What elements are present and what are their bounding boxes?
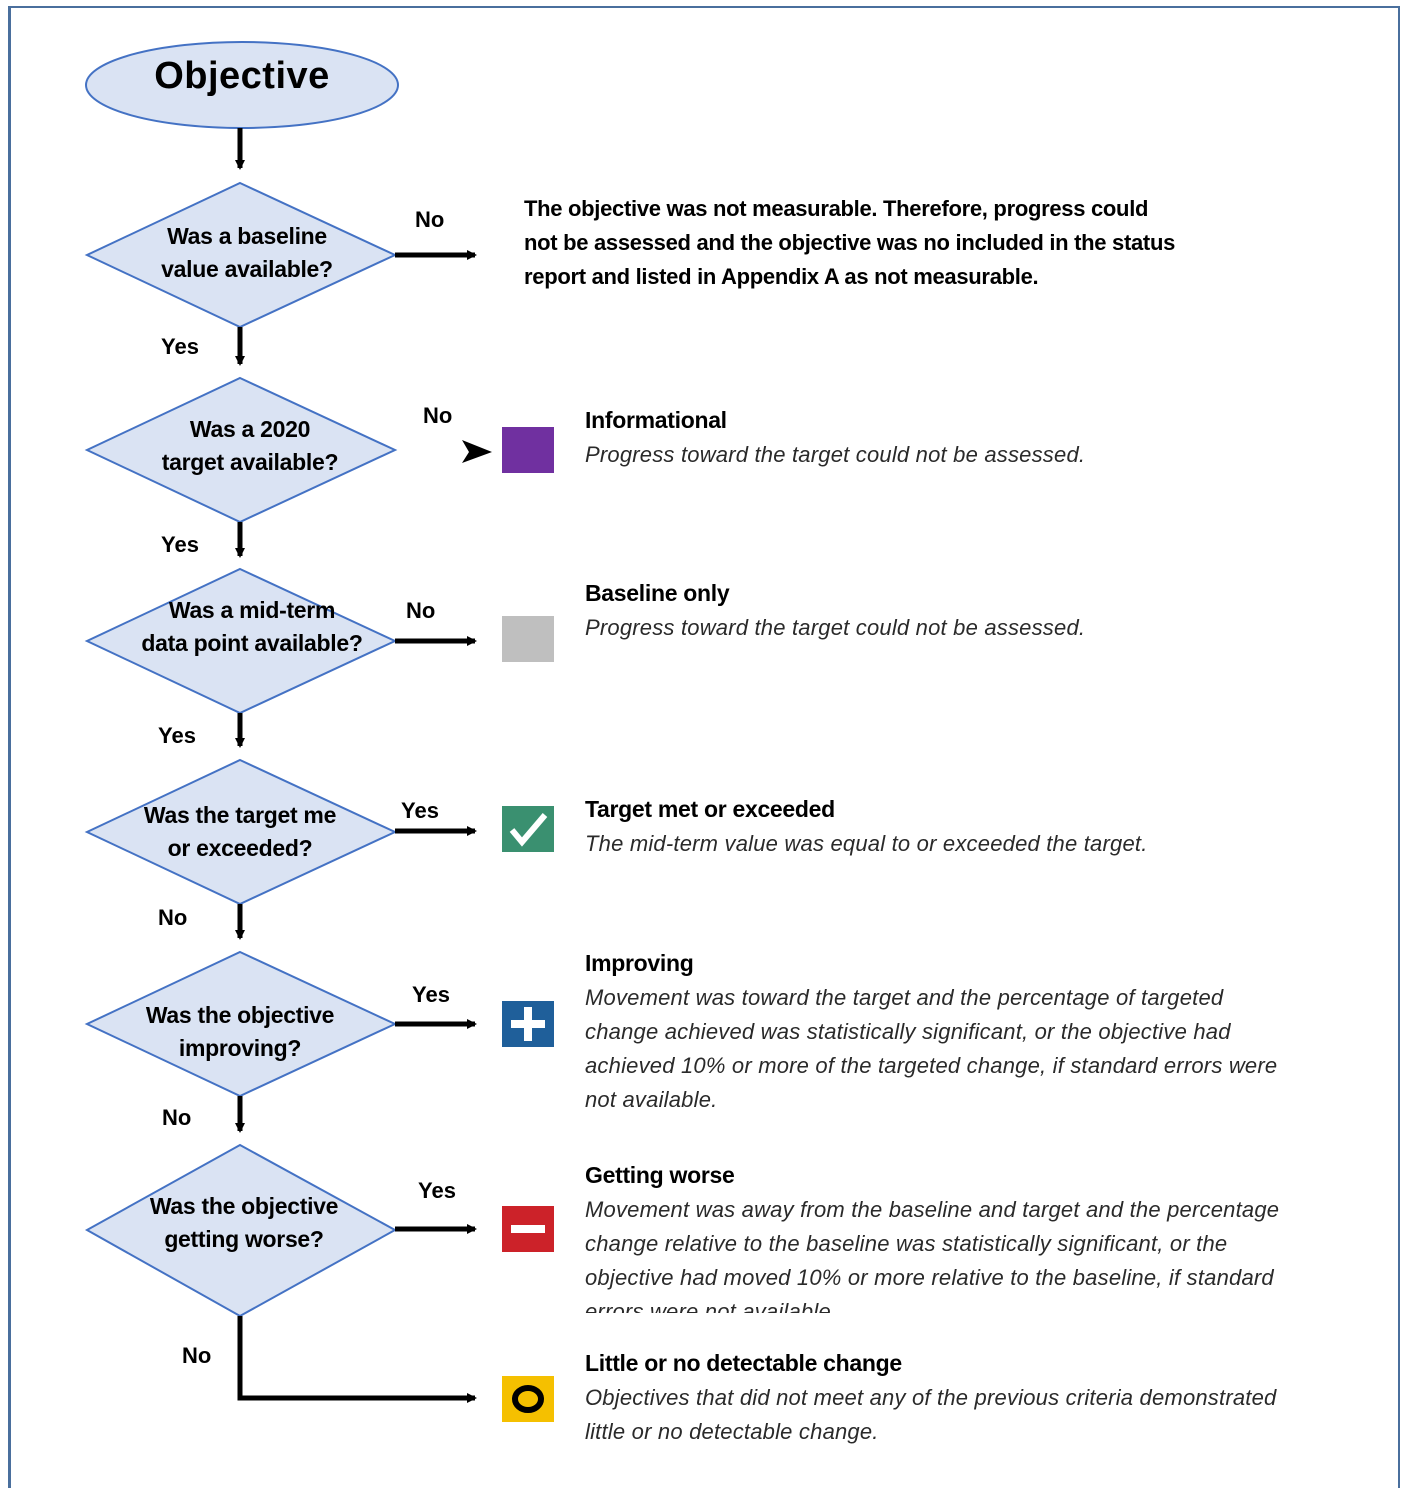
- decision-text-line: Was a mid-term: [168, 597, 336, 623]
- label-worse-yes: Yes: [418, 1178, 456, 1203]
- desc-line: not available.: [585, 1087, 718, 1112]
- decision-text-worse: Was the objective getting worse?: [114, 1190, 374, 1256]
- connector-target-no: [462, 440, 492, 463]
- outcome-title-getting-worse: Getting worse: [585, 1162, 735, 1188]
- decision-text-line: Was a 2020: [189, 416, 311, 442]
- decision-text-line: getting worse?: [164, 1226, 324, 1252]
- checkmark-icon: [502, 806, 554, 852]
- outcome-title-improving: Improving: [585, 950, 694, 976]
- outcome-desc-getting-worse: Movement was away from the baseline and …: [585, 1193, 1375, 1313]
- desc-line: Movement was toward the target and the p…: [585, 985, 1224, 1010]
- plus-icon: [502, 1001, 554, 1047]
- label-midterm-yes: Yes: [158, 723, 196, 748]
- label-met-yes: Yes: [401, 798, 439, 823]
- gray-square-icon: [502, 616, 554, 662]
- outcome-title-no-change: Little or no detectable change: [585, 1350, 902, 1376]
- decision-text-line: value available?: [161, 256, 333, 282]
- circle-icon: [502, 1376, 554, 1422]
- decision-text-baseline: Was a baseline value available?: [117, 220, 377, 286]
- desc-line: achieved 10% or more of the targeted cha…: [585, 1053, 1278, 1078]
- text-line: The objective was not measurable. Theref…: [524, 196, 1149, 221]
- desc-line: Movement was away from the baseline and …: [585, 1197, 1280, 1222]
- decision-text-line: Was the objective: [145, 1002, 335, 1028]
- label-met-no: No: [158, 905, 188, 930]
- outcome-desc-no-change: Objectives that did not meet any of the …: [585, 1381, 1375, 1449]
- outcome-desc-improving: Movement was toward the target and the p…: [585, 981, 1375, 1117]
- outcome-title-informational: Informational: [585, 407, 727, 433]
- label-midterm-no: No: [406, 598, 436, 623]
- outcome-desc-target-met: The mid-term value was equal to or excee…: [585, 827, 1365, 861]
- decision-text-line: Was the objective: [149, 1193, 339, 1219]
- connector-worse-no: [237, 1316, 477, 1403]
- decision-text-improving: Was the objective improving?: [110, 999, 370, 1065]
- document-frame: [8, 6, 1400, 1488]
- decision-text-line: improving?: [178, 1035, 302, 1061]
- desc-line: little or no detectable change.: [585, 1419, 879, 1444]
- desc-line: Progress toward the target could not be …: [585, 615, 1086, 640]
- decision-text-line: Was a baseline: [167, 223, 327, 249]
- decision-text-line: target available?: [161, 449, 339, 475]
- purple-square-icon: [502, 427, 554, 473]
- decision-text-met: Was the target me or exceeded?: [110, 799, 370, 865]
- decision-text-line: data point available?: [141, 630, 363, 656]
- label-target-yes: Yes: [161, 532, 199, 557]
- label-baseline-yes: Yes: [161, 334, 199, 359]
- label-target-no: No: [423, 403, 453, 428]
- outcome-desc-informational: Progress toward the target could not be …: [585, 438, 1365, 472]
- desc-line: errors were not available: [585, 1299, 831, 1313]
- decision-text-line: Was the target me: [143, 802, 337, 828]
- decision-text-target: Was a 2020 target available?: [120, 413, 380, 479]
- desc-line: objective had moved 10% or more relative…: [585, 1265, 1274, 1290]
- desc-line: Progress toward the target could not be …: [585, 442, 1086, 467]
- text-line: report and listed in Appendix A as not m…: [524, 264, 1039, 289]
- label-improving-yes: Yes: [412, 982, 450, 1007]
- minus-icon: [502, 1206, 554, 1252]
- not-measurable-text: The objective was not measurable. Theref…: [524, 192, 1244, 294]
- label-baseline-no: No: [415, 207, 445, 232]
- outcome-desc-baseline-only: Progress toward the target could not be …: [585, 611, 1365, 645]
- outcome-title-target-met: Target met or exceeded: [585, 796, 835, 822]
- decision-text-line: or exceeded?: [167, 835, 313, 861]
- desc-line: change achieved was statistically signif…: [585, 1019, 1231, 1044]
- text-line: not be assessed and the objective was no…: [524, 230, 1176, 255]
- desc-line: change relative to the baseline was stat…: [585, 1231, 1228, 1256]
- label-improving-no: No: [162, 1105, 192, 1130]
- outcome-title-baseline-only: Baseline only: [585, 580, 730, 606]
- start-label: Objective: [154, 55, 330, 97]
- desc-line: The mid-term value was equal to or excee…: [585, 831, 1148, 856]
- desc-line: Objectives that did not meet any of the …: [585, 1385, 1277, 1410]
- label-worse-no: No: [182, 1343, 212, 1368]
- decision-text-midterm: Was a mid-term data point available?: [122, 594, 382, 660]
